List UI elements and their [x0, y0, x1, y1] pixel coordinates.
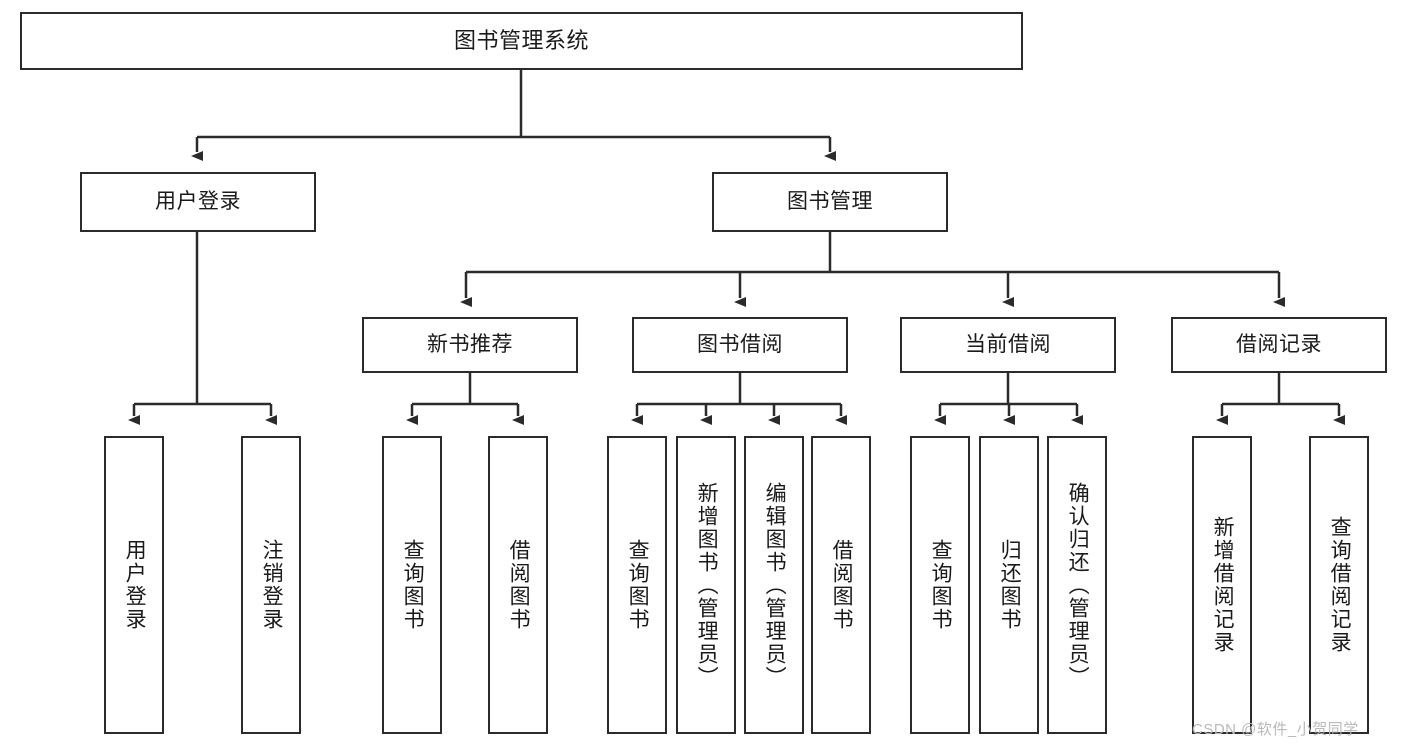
node-book-management[interactable]: 图书管理 [712, 172, 948, 232]
node-leaf-add-record[interactable]: 新增借阅记录 [1192, 436, 1252, 734]
node-current-borrow[interactable]: 当前借阅 [900, 317, 1116, 373]
node-leaf-query-book-2[interactable]: 查询图书 [607, 436, 667, 734]
node-leaf-add-book[interactable]: 新增图书（管理员） [676, 436, 736, 734]
node-leaf-query-book-1[interactable]: 查询图书 [382, 436, 442, 734]
leaf-label: 借阅图书 [830, 539, 854, 631]
node-leaf-return-book[interactable]: 归还图书 [979, 436, 1039, 734]
node-leaf-user-login[interactable]: 用户登录 [104, 436, 164, 734]
csdn-watermark: CSDN @软件_小贺同学 [1192, 721, 1359, 738]
leaf-label: 确认归还（管理员） [1066, 481, 1090, 689]
leaf-label: 用户登录 [123, 539, 147, 631]
leaf-label: 新增图书（管理员） [695, 481, 719, 689]
node-leaf-borrow-book-2[interactable]: 借阅图书 [811, 436, 871, 734]
leaf-label: 查询图书 [929, 539, 953, 631]
leaf-label: 查询图书 [401, 539, 425, 631]
leaf-label: 查询图书 [626, 539, 650, 631]
node-leaf-query-record[interactable]: 查询借阅记录 [1309, 436, 1369, 734]
leaf-label: 编辑图书（管理员） [763, 481, 787, 689]
node-borrow-record[interactable]: 借阅记录 [1171, 317, 1387, 373]
node-leaf-confirm-return[interactable]: 确认归还（管理员） [1047, 436, 1107, 734]
node-book-borrow[interactable]: 图书借阅 [632, 317, 848, 373]
leaf-label: 注销登录 [260, 539, 284, 631]
node-leaf-edit-book[interactable]: 编辑图书（管理员） [744, 436, 804, 734]
leaf-label: 查询借阅记录 [1328, 516, 1352, 654]
leaf-label: 新增借阅记录 [1211, 516, 1235, 654]
leaf-label: 借阅图书 [507, 539, 531, 631]
node-user-login[interactable]: 用户登录 [80, 172, 316, 232]
node-leaf-logout[interactable]: 注销登录 [241, 436, 301, 734]
node-leaf-query-book-3[interactable]: 查询图书 [910, 436, 970, 734]
node-leaf-borrow-book-1[interactable]: 借阅图书 [488, 436, 548, 734]
node-new-book-recommend[interactable]: 新书推荐 [362, 317, 578, 373]
leaf-label: 归还图书 [998, 539, 1022, 631]
node-root-system[interactable]: 图书管理系统 [20, 12, 1023, 70]
